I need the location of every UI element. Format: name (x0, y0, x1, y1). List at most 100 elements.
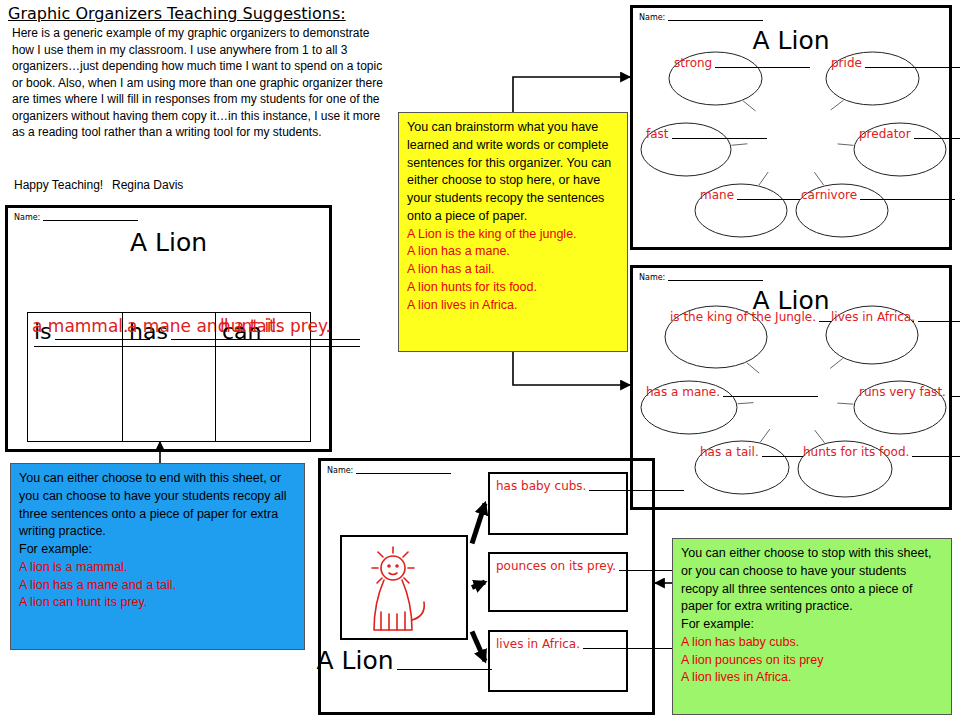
example-sentence: A lion has a tail. (407, 261, 619, 279)
example-sentence: A lion hunts for its food. (407, 279, 619, 297)
answer-text: a mammal. (28, 313, 122, 339)
sheet-title: A Lion (312, 646, 496, 675)
answer-text: strong (674, 56, 746, 70)
answer-text: runs very fast. (859, 385, 930, 399)
word-oval: predator (853, 122, 947, 177)
name-field: Name: (327, 466, 451, 475)
oval-shape (826, 306, 918, 364)
name-field: Name: (639, 273, 763, 282)
table-column: canhunt its prey. (215, 312, 311, 442)
leader-line (747, 363, 759, 373)
leader-line (838, 144, 854, 145)
example-sentence: A Lion is the king of the jungle. (407, 226, 619, 244)
example-sentence: A lion is a mammal. (19, 559, 296, 577)
answer-text: has a mane. (646, 385, 720, 399)
word-oval: hunts for its food. (797, 440, 893, 498)
answer-text: has a tail. (700, 445, 773, 459)
leader-line (814, 172, 823, 185)
example-sentence: A lion can hunt its prey. (19, 594, 296, 612)
leader-line (731, 144, 747, 145)
leader-line (830, 358, 842, 368)
worksheet: isa mammal.hasa mane and a tail.canhunt … (5, 205, 332, 452)
example-sentence: A lion has a mane and a tail. (19, 577, 296, 595)
fact-box: pounces on its prey. (488, 552, 628, 612)
callout-note: You can brainstorm what you have learned… (398, 112, 628, 352)
word-oval: runs very fast. (853, 380, 947, 435)
intro-text: Here is a generic example of my graphic … (12, 25, 392, 141)
answer-text: has baby cubs. (496, 479, 684, 494)
word-oval: has a mane. (640, 380, 738, 435)
oval-shape (641, 123, 731, 176)
leader-line (738, 403, 754, 404)
example-sentence: A lion lives in Africa. (681, 669, 943, 687)
connector-arrow (513, 77, 630, 112)
connector-arrow (472, 504, 485, 544)
word-oval: fast (640, 122, 732, 177)
worksheet: is the king of the Jungle. lives in Afric… (630, 265, 952, 510)
answer-text: pride (831, 56, 903, 70)
instruction-text: You can either choose to end with this s… (19, 470, 296, 541)
oval-shape (798, 441, 892, 497)
leader-line (815, 430, 825, 443)
leader-line (743, 101, 755, 111)
connector-arrow (472, 582, 485, 588)
picture-frame: A Lion (340, 535, 468, 640)
instruction-text: You can brainstorm what you have learned… (407, 119, 619, 226)
answer-text: fast (646, 127, 716, 141)
answer-text: is the king of the Jungle. (670, 310, 749, 324)
name-field: Name: (639, 13, 763, 22)
oval-shape (669, 52, 762, 105)
answer-text: mane (700, 188, 771, 202)
example-sentence: A lion has baby cubs. (681, 634, 943, 652)
word-oval: mane (694, 183, 788, 238)
page-title: Graphic Organizers Teaching Suggestions: (8, 4, 346, 23)
word-oval: carnivore (795, 183, 889, 238)
leader-line (759, 172, 768, 185)
answer-text: a mane and a tail. (123, 313, 215, 339)
oval-shape (854, 381, 946, 434)
example-sentence: A lion lives in Africa. (407, 297, 619, 315)
answer-text: lives in Africa. (831, 310, 902, 324)
sheet-title: A Lion (8, 228, 329, 257)
answer-text: predator (859, 127, 930, 141)
worksheet: strong pride fast predator mane carnivore Name… (630, 5, 952, 250)
worksheet: A Lion has baby cubs. pounces on its prey.… (318, 458, 655, 715)
sheet-title: A Lion (633, 26, 949, 55)
table-column: hasa mane and a tail. (122, 312, 216, 442)
oval-shape (796, 184, 888, 237)
table-column: isa mammal. (27, 312, 123, 442)
answer-text: hunt its prey. (216, 313, 310, 339)
answer-text: hunts for its food. (803, 445, 876, 459)
example-sentence: A lion pounces on its prey (681, 652, 943, 670)
oval-shape (854, 123, 946, 176)
word-oval: strong (668, 51, 763, 106)
connector-arrow (472, 632, 485, 661)
leader-line (837, 403, 853, 404)
instruction-text: For example: (681, 616, 943, 634)
oval-shape (695, 184, 787, 237)
word-oval: pride (825, 51, 920, 106)
instruction-text: You can either choose to stop with this … (681, 545, 943, 616)
fact-box: has baby cubs. (488, 472, 628, 535)
author-name: Regina Davis (112, 178, 222, 194)
connector-arrow (513, 352, 630, 385)
lion-sketch (372, 547, 424, 630)
oval-shape (695, 441, 789, 494)
answer-text: lives in Africa. (496, 637, 678, 652)
leader-line (831, 100, 844, 110)
name-field: Name: (14, 213, 138, 222)
word-oval: has a tail. (694, 440, 790, 495)
callout-note: You can either choose to end with this s… (10, 463, 305, 650)
oval-shape (641, 381, 737, 434)
leader-line (760, 429, 769, 442)
example-sentence: A lion has a mane. (407, 243, 619, 261)
oval-shape (665, 306, 767, 368)
connector-arrow (655, 582, 672, 584)
sheet-title: A Lion (633, 286, 949, 315)
callout-note: You can either choose to stop with this … (672, 538, 952, 715)
word-oval: is the king of the Jungle. (664, 305, 768, 369)
connector-arrow (159, 442, 161, 463)
instruction-text: For example: (19, 541, 296, 559)
answer-text: carnivore (801, 188, 872, 202)
oval-shape (826, 52, 919, 105)
